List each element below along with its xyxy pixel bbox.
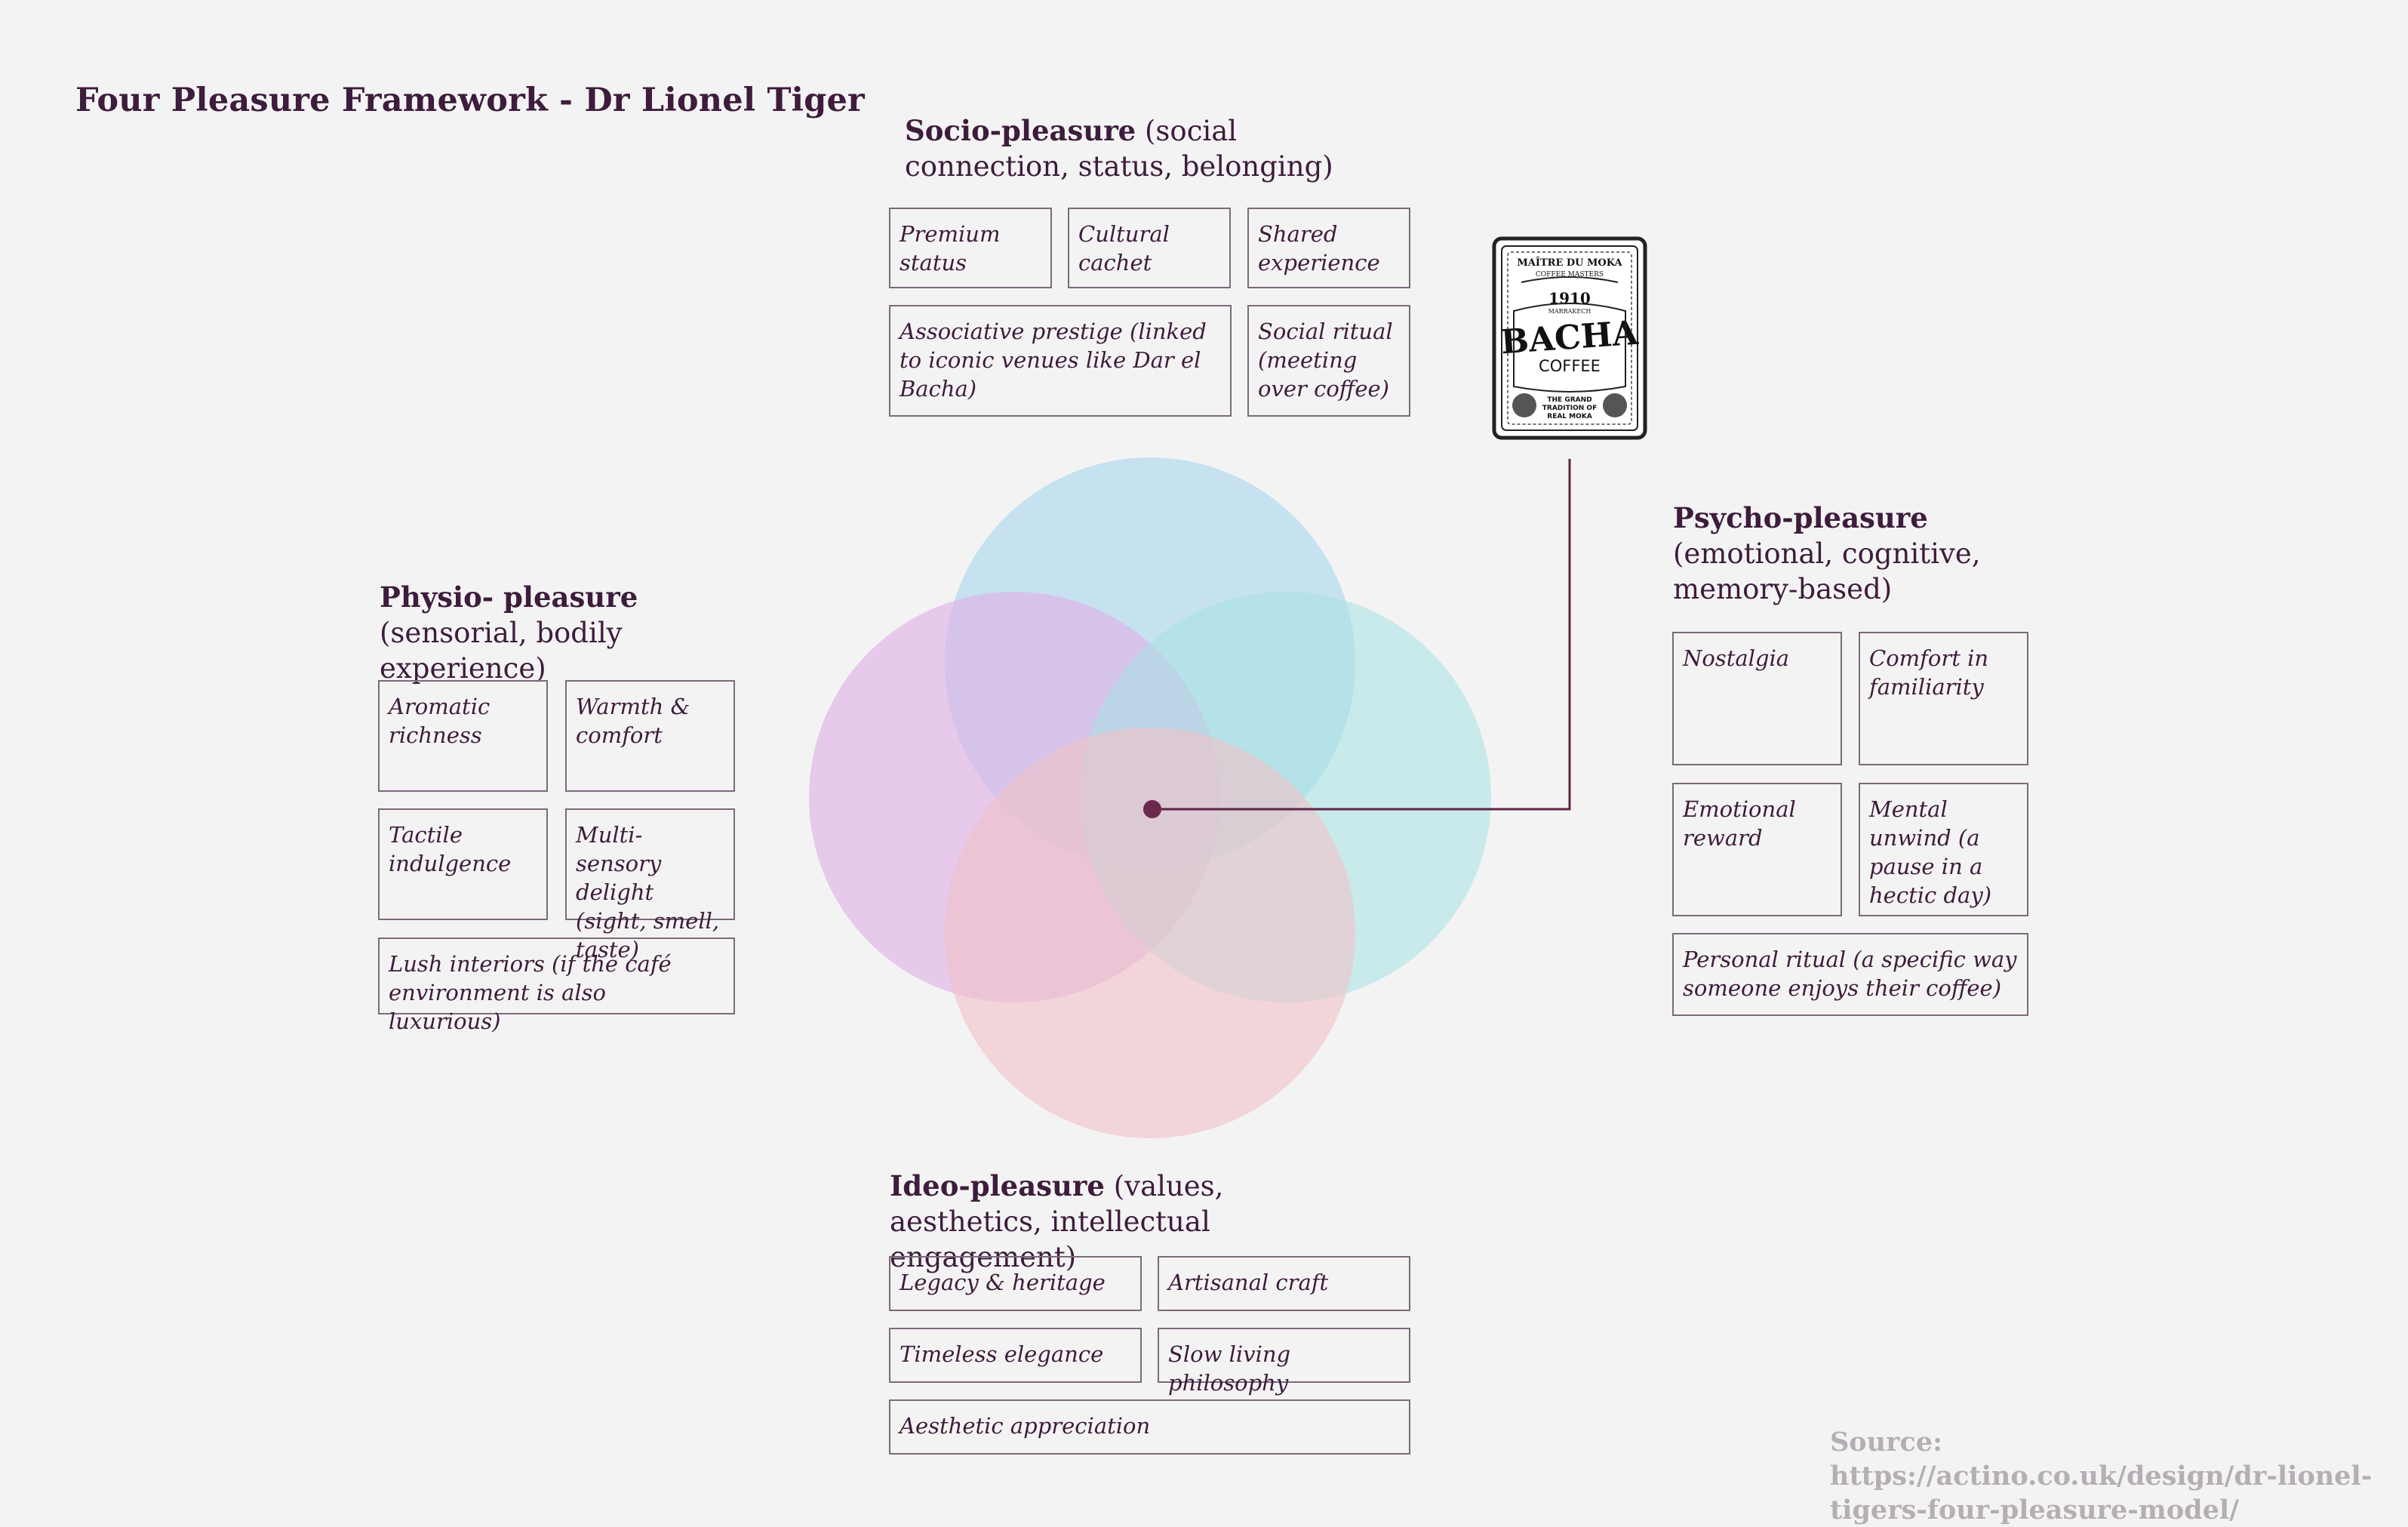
bacha-coffee-logo: MAÎTRE DU MOKA COFFEE MASTERS 1910 MARRA… (1492, 236, 1647, 440)
center-dot (1143, 800, 1161, 818)
psycho-heading-bold: Psycho-pleasure (1673, 501, 1928, 534)
ideo-circle (945, 728, 1355, 1138)
physio-heading: Physio- pleasure (sensorial, bodily expe… (380, 580, 772, 686)
logo-bottom-line-1: THE GRAND (1547, 396, 1591, 404)
psycho-item: Emotional reward (1672, 783, 1842, 916)
source-citation: Source: https://actino.co.uk/design/dr-l… (1830, 1427, 2373, 1525)
socio-item: Social ritual (meeting over coffee) (1247, 305, 1410, 417)
physio-item: Tactile indulgence (378, 808, 548, 920)
logo-top-text: MAÎTRE DU MOKA (1517, 257, 1622, 269)
logo-bottom-line-3: REAL MOKA (1547, 413, 1591, 420)
ideo-item: Artisanal craft (1158, 1256, 1410, 1311)
logo-word-text: COFFEE (1539, 357, 1601, 375)
page-title: Four Pleasure Framework - Dr Lionel Tige… (75, 82, 865, 119)
psycho-heading: Psycho-pleasure (emotional, cognitive, m… (1673, 500, 2005, 607)
physio-item: Aromatic richness (378, 680, 548, 792)
physio-heading-desc: (sensorial, bodily experience) (380, 617, 623, 685)
logo-brand-text: BACHA (1499, 314, 1640, 362)
psycho-item: Nostalgia (1672, 632, 1842, 765)
psycho-item: Mental unwind (a pause in a hectic day) (1859, 783, 2028, 916)
socio-heading-bold: Socio-pleasure (905, 114, 1136, 147)
socio-item: Cultural cachet (1068, 208, 1231, 288)
psycho-heading-desc: (emotional, cognitive, memory-based) (1673, 537, 1981, 605)
psycho-item: Personal ritual (a specific way someone … (1672, 933, 2028, 1016)
physio-item: Lush interiors (if the café environment … (378, 937, 735, 1034)
connector-line (1152, 459, 1571, 811)
socio-item: Shared experience (1247, 208, 1410, 288)
ideo-item: Timeless elegance (889, 1328, 1142, 1383)
ideo-heading-bold: Ideo-pleasure (890, 1169, 1105, 1202)
physio-item: Multi-sensory delight (sight, smell, tas… (565, 808, 735, 962)
physio-item: Warmth & comfort (565, 680, 735, 792)
socio-heading: Socio-pleasure (social connection, statu… (905, 113, 1388, 184)
socio-heading-desc: (social connection, status, belonging) (905, 115, 1333, 183)
physio-heading-bold: Physio- pleasure (380, 580, 638, 614)
logo-bottom-line-2: TRADITION OF (1542, 405, 1597, 412)
socio-item: Associative prestige (linked to iconic v… (889, 305, 1232, 417)
logo-sub-text: COFFEE MASTERS (1536, 271, 1604, 279)
ideo-item: Aesthetic appreciation (889, 1399, 1410, 1455)
ideo-item: Legacy & heritage (889, 1256, 1142, 1311)
ideo-item: Slow living philosophy (1158, 1328, 1410, 1396)
psycho-item: Comfort in familiarity (1859, 632, 2028, 765)
socio-item: Premium status (889, 208, 1052, 288)
logo-city-text: MARRAKECH (1548, 308, 1591, 315)
